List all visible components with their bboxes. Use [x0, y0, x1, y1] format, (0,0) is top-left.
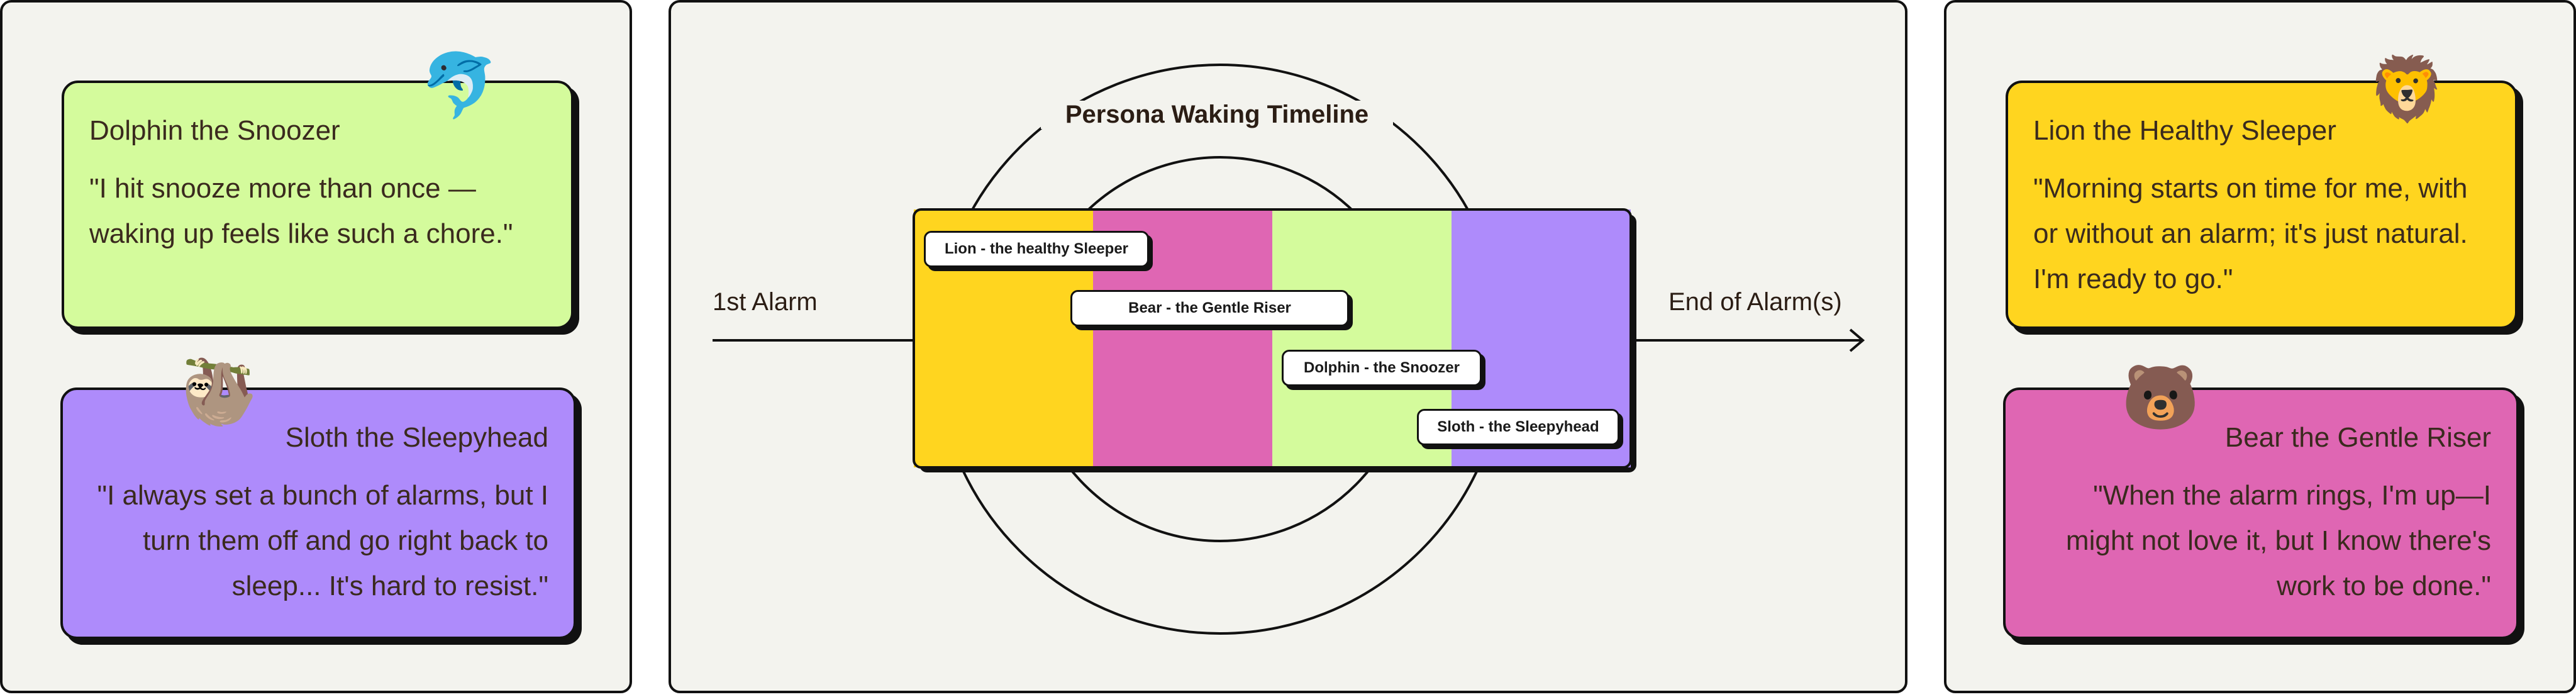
right-persona-panel: Lion the Healthy Sleeper "Morning starts… [1944, 0, 2576, 693]
start-label: 1st Alarm [713, 288, 818, 316]
left-persona-panel: Dolphin the Snoozer "I hit snooze more t… [0, 0, 632, 693]
tag-bear: Bear - the Gentle Riser [1070, 290, 1349, 326]
bear-icon: 🐻 [2121, 360, 2200, 434]
end-label: End of Alarm(s) [1668, 288, 1842, 316]
sloth-icon: 🦥 [180, 355, 258, 429]
persona-quote: "I always set a bunch of alarms, but I t… [97, 480, 548, 601]
tag-sloth: Sloth - the Sleepyhead [1417, 409, 1619, 445]
persona-name: Lion the Healthy Sleeper [2033, 115, 2336, 146]
persona-name: Dolphin the Snoozer [89, 115, 340, 146]
arrow-head-icon [1849, 328, 1865, 352]
dolphin-persona-card: Dolphin the Snoozer "I hit snooze more t… [62, 81, 574, 329]
tag-dolphin: Dolphin - the Snoozer [1282, 350, 1482, 386]
persona-quote: "When the alarm rings, I'm up—I might no… [2065, 480, 2491, 601]
bear-persona-card: Bear the Gentle Riser "When the alarm ri… [2003, 388, 2519, 639]
lion-icon: 🦁 [2368, 52, 2446, 126]
dolphin-icon: 🐬 [420, 48, 499, 122]
diagram-title: Persona Waking Timeline [1041, 101, 1393, 129]
persona-quote: "Morning starts on time for me, with or … [2033, 173, 2468, 294]
persona-name: Bear the Gentle Riser [2224, 422, 2491, 453]
tag-lion: Lion - the healthy Sleeper [924, 231, 1149, 267]
lion-persona-card: Lion the Healthy Sleeper "Morning starts… [2006, 81, 2518, 329]
sloth-persona-card: Sloth the Sleepyhead "I always set a bun… [60, 388, 576, 639]
band-frame [913, 208, 1632, 469]
persona-quote: "I hit snooze more than once — waking up… [89, 173, 513, 249]
persona-name: Sloth the Sleepyhead [285, 422, 548, 453]
